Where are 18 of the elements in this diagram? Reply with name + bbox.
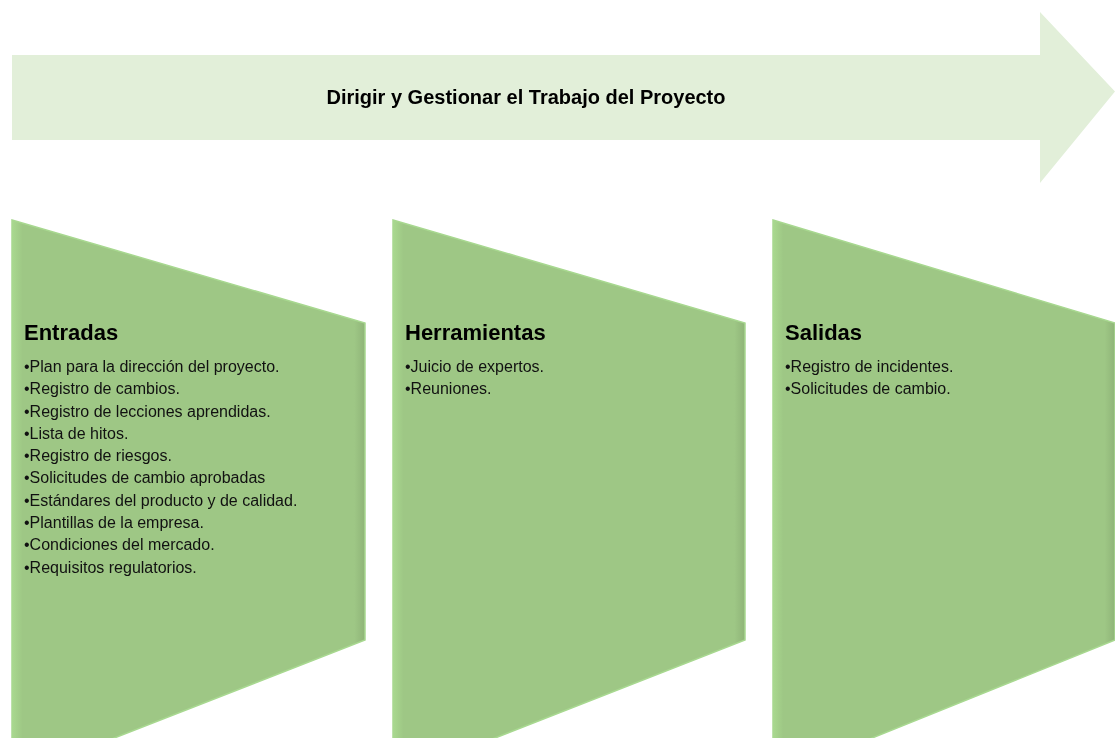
process-title: Dirigir y Gestionar el Trabajo del Proyecto: [326, 86, 726, 109]
list-item: •Solicitudes de cambio.: [785, 379, 951, 400]
list-item: •Plan para la dirección del proyecto.: [24, 357, 280, 377]
list-item: •Registro de incidentes.: [785, 357, 954, 377]
list-item: •Lista de hitos.: [24, 423, 129, 444]
panel-heading: Entradas: [24, 320, 119, 346]
list-item: •Registro de riesgos.: [24, 446, 172, 467]
list-item: •Reuniones.: [405, 379, 492, 400]
list-item: •Estándares del producto y de calidad.: [24, 490, 298, 511]
list-item: •Registro de cambios.: [24, 379, 180, 400]
list-item: •Juicio de expertos.: [405, 357, 544, 377]
list-item: •Requisitos regulatorios.: [24, 557, 197, 578]
panel-heading: Herramientas: [405, 320, 546, 346]
list-item: •Plantillas de la empresa.: [24, 513, 204, 534]
panel-heading: Salidas: [785, 320, 863, 346]
list-item: •Registro de lecciones aprendidas.: [24, 401, 271, 422]
list-item: •Condiciones del mercado.: [24, 535, 215, 556]
list-item: •Solicitudes de cambio aprobadas: [24, 468, 266, 489]
